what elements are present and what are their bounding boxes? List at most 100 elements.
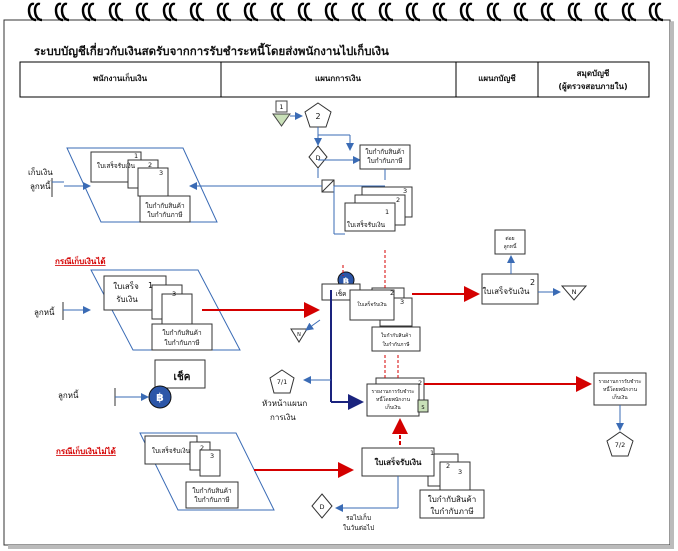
doc-report-staff-l2: หนี้โดยพนักงาน	[376, 394, 411, 403]
doc-cheque-label: เช็ค	[174, 369, 191, 383]
header-col-ledger-sub: (ผู้ตรวจสอบภายใน)	[558, 81, 627, 92]
label-debtor-2: ลูกหนี้	[34, 306, 55, 318]
copy-num-3h: 3	[458, 468, 462, 476]
spiral-ring	[54, 2, 70, 22]
doc-invoice-left-top	[139, 195, 191, 223]
spiral-ring	[135, 2, 151, 22]
copy-num-1c: 1	[148, 281, 153, 290]
offpage-7-2	[606, 431, 634, 457]
label-case-not-collected: กรณีเก็บเงินไม่ได้	[56, 445, 116, 456]
connector-s-label: S	[421, 405, 424, 411]
copy-num-2g: 2	[200, 444, 204, 452]
spiral-ring	[648, 2, 664, 22]
doc-receipt-finance-label: ใบเสร็จรับเงิน	[357, 300, 387, 308]
spiral-ring	[270, 2, 286, 22]
copy-num-3c: 3	[172, 290, 176, 298]
doc-invoice-finance	[371, 326, 421, 352]
io-parallelogram-collected	[90, 269, 241, 351]
label-wait-collect-2: ในวันต่อไป	[343, 524, 374, 532]
doc-invoice-finance-l2: ใบกำกับภาษี	[382, 341, 410, 348]
page-shadow-bottom	[8, 545, 674, 549]
offpage-connector-2-label: 2	[315, 112, 320, 121]
doc-receipt-left-top-label: ใบเสร็จรับเงิน	[97, 161, 136, 170]
doc-invoice-not-collected-l1: ใบกำกับสินค้า	[192, 487, 232, 495]
copy-num-3b: 3	[159, 169, 163, 177]
copy-num-1h: 1	[430, 449, 434, 457]
label-debtor-3: ลูกหนี้	[58, 389, 79, 401]
doc-report-ledger-l1: รายงานการรับชำระ	[598, 379, 641, 385]
header-col-ledger: สมุดบัญชี	[577, 68, 610, 79]
doc-receipt-stack-top	[344, 202, 396, 232]
page-title: ระบบบัญชีเกี่ยวกับเงินสดรับจากการรับชำระ…	[34, 42, 389, 58]
doc-report-staff	[366, 383, 420, 417]
io-parallelogram-top	[66, 147, 218, 223]
doc-report-staff-l1: รายงานการรับชำระ	[371, 389, 414, 395]
connector-1-label: 1	[279, 103, 283, 111]
doc-report-ledger-l3: เก็บเงิน	[612, 393, 628, 401]
spiral-ring	[324, 2, 340, 22]
connector-s	[417, 399, 429, 413]
label-collect-money: เก็บเงิน	[28, 167, 53, 177]
spiral-ring	[567, 2, 583, 22]
spiral-ring	[216, 2, 232, 22]
copy-num-2b: 2	[148, 161, 152, 169]
doc-invoice-finance-nc-l2: ใบกำกับภาษี	[430, 507, 473, 516]
copy-num-2e: 2	[530, 278, 535, 287]
spiral-ring	[540, 2, 556, 22]
doc-receipt-accounting	[481, 273, 539, 305]
spiral-ring	[432, 2, 448, 22]
spiral-ring	[189, 2, 205, 22]
spiral-ring	[81, 2, 97, 22]
header-col-collector: พนักงานเก็บเงิน	[93, 72, 148, 83]
spiral-ring	[621, 2, 637, 22]
spiral-ring	[378, 2, 394, 22]
decision-d-bottom	[311, 493, 333, 519]
spiral-binding	[27, 2, 664, 22]
doc-report-ledger	[593, 372, 647, 406]
connector-1-triangle	[272, 113, 291, 127]
doc-invoice-finance-l1: ใบกำกับสินค้า	[381, 332, 411, 339]
offpage-n-right-label: N	[572, 288, 577, 296]
doc-invoice-collected-l1: ใบกำกับสินค้า	[162, 329, 202, 337]
offpage-n-right	[560, 285, 588, 301]
spiral-ring	[297, 2, 313, 22]
spiral-ring	[594, 2, 610, 22]
offpage-n-left-label: N	[297, 332, 301, 338]
doc-receipt-collected-l2: รับเงิน	[116, 295, 138, 304]
doc-receipt-collected-l1: ใบเสร็จ	[113, 281, 139, 291]
doc-invoice-top-line2: ใบกำกับภาษี	[367, 157, 403, 165]
doc-receipt-finance	[349, 289, 395, 321]
doc-invoice-top-line1: ใบกำกับสินค้า	[365, 148, 405, 156]
doc-receipt-finance-nc-label: ใบเสร็จรับเงิน	[374, 456, 422, 467]
copy-num-2a: 2	[396, 196, 400, 204]
doc-invoice-not-collected-l2: ใบกำกับภาษี	[194, 496, 230, 504]
label-finance-head: หัวหน้าแผนก	[262, 399, 307, 408]
spiral-ring	[162, 2, 178, 22]
spiral-ring	[243, 2, 259, 22]
spiral-ring	[486, 2, 502, 22]
doc-cheque-finance-label: เช็ค	[336, 289, 347, 298]
copy-num-1a: 1	[385, 208, 389, 216]
offpage-7-2-label: 7/2	[615, 441, 625, 449]
spiral-ring	[513, 2, 529, 22]
doc-report-staff-l3: เก็บเงิน	[385, 403, 401, 411]
offpage-7-1-label: 7/1	[277, 378, 287, 386]
spiral-ring	[405, 2, 421, 22]
spiral-ring	[351, 2, 367, 22]
doc-report-ledger-l2: หนี้โดยพนักงาน	[603, 384, 638, 393]
baht-coin-finance-symbol: ฿	[343, 277, 349, 287]
decision-d-top-label: D	[315, 154, 320, 162]
doc-invoice-left-top-l2: ใบกำกับภาษี	[147, 211, 183, 219]
spiral-ring	[459, 2, 475, 22]
doc-invoice-finance-nc-l1: ใบกำกับสินค้า	[428, 495, 476, 504]
copy-num-1b: 1	[134, 152, 138, 160]
doc-receipt-accounting-label: ใบเสร็จรับเงิน	[482, 286, 530, 296]
label-case-collected: กรณีเก็บเงินได้	[55, 255, 106, 266]
label-finance-head-2: การเงิน	[270, 413, 296, 422]
page-shadow-right	[670, 22, 674, 549]
doc-invoice-finance-not-collected	[419, 489, 485, 519]
doc-invoice-left-top-l1: ใบกำกับสินค้า	[145, 202, 185, 210]
doc-invoice-top	[359, 144, 411, 170]
